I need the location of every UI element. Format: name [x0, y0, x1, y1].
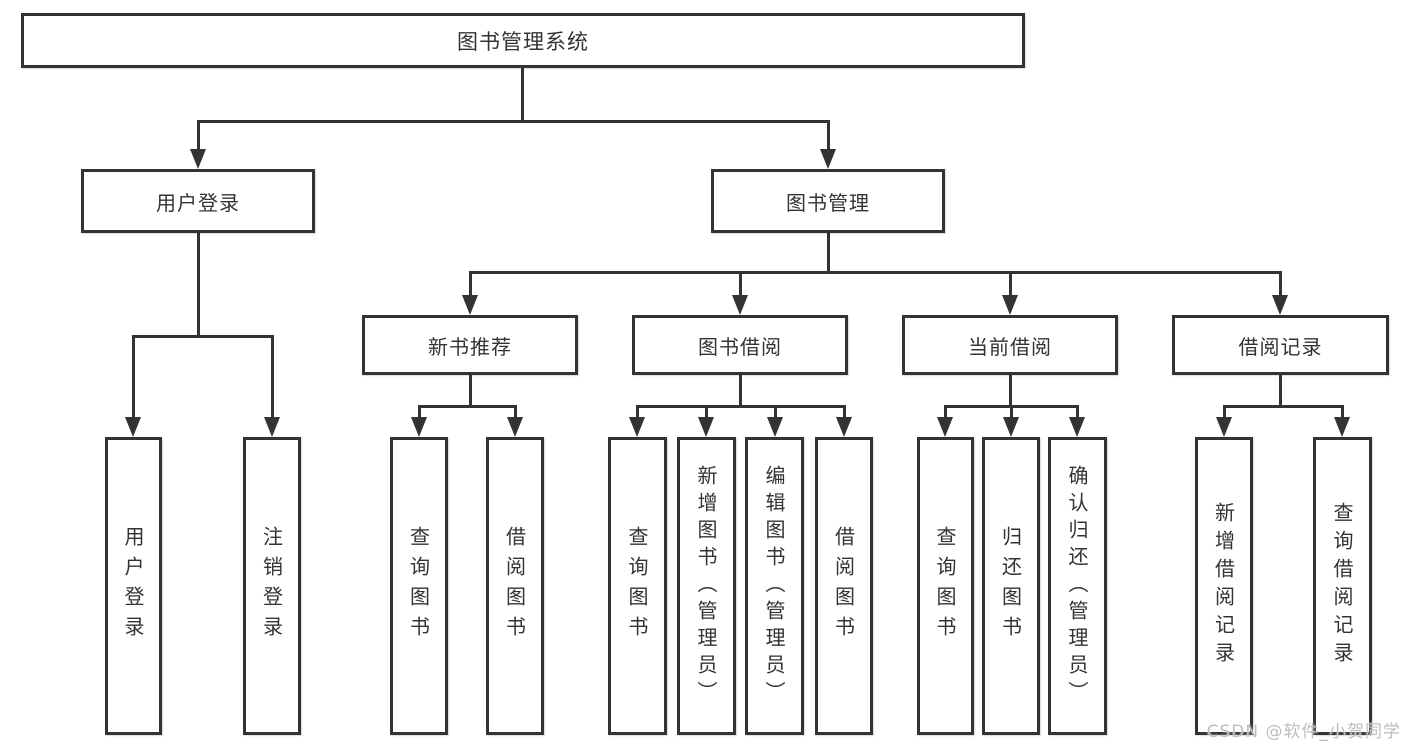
leaf-label: 查询图书	[406, 526, 431, 646]
connector-line	[739, 375, 742, 407]
leaf-label: 归还图书	[998, 526, 1023, 646]
connector-line	[469, 271, 1282, 274]
connector-line	[1223, 405, 1226, 419]
node-book-borrow: 图书借阅	[632, 315, 848, 375]
connector-line	[1341, 405, 1344, 419]
node-label: 当前借阅	[968, 334, 1052, 359]
leaf-add-borrow-record: 新增借阅记录	[1195, 437, 1253, 735]
node-new-book-recommend: 新书推荐	[362, 315, 578, 375]
node-label: 图书管理	[786, 190, 870, 215]
connector-line	[1009, 271, 1012, 297]
leaf-label: 确认归还（管理员）	[1065, 464, 1089, 708]
arrowhead-down-icon	[698, 417, 714, 437]
node-current-borrow: 当前借阅	[902, 315, 1118, 375]
arrowhead-down-icon	[836, 417, 852, 437]
connector-line	[418, 405, 517, 408]
connector-line	[1279, 271, 1282, 297]
node-root: 图书管理系统	[21, 13, 1025, 68]
connector-line	[1009, 375, 1012, 407]
connector-line	[827, 233, 830, 273]
connector-line	[132, 335, 274, 338]
node-label: 图书借阅	[698, 334, 782, 359]
node-borrow-records: 借阅记录	[1172, 315, 1389, 375]
leaf-label: 用户登录	[121, 526, 145, 646]
connector-line	[827, 120, 830, 151]
node-book-management: 图书管理	[711, 169, 945, 233]
arrowhead-down-icon	[1002, 295, 1018, 315]
node-label: 新书推荐	[428, 334, 512, 359]
leaf-label: 查询图书	[625, 526, 649, 646]
connector-line	[636, 405, 639, 419]
leaf-label: 借阅图书	[831, 526, 856, 646]
leaf-borrow-book-1: 借阅图书	[486, 437, 544, 735]
arrowhead-down-icon	[629, 417, 645, 437]
arrowhead-down-icon	[507, 417, 523, 437]
leaf-return-book: 归还图书	[982, 437, 1040, 735]
watermark: CSDN @软件_小贺同学	[1206, 722, 1401, 742]
connector-line	[636, 405, 846, 408]
leaf-label: 查询图书	[933, 526, 957, 646]
leaf-query-borrow-record: 查询借阅记录	[1313, 437, 1372, 735]
leaf-label: 新增借阅记录	[1211, 502, 1236, 670]
leaf-query-book-1: 查询图书	[390, 437, 448, 735]
connector-line	[1279, 375, 1282, 407]
leaf-user-login: 用户登录	[105, 437, 162, 735]
arrowhead-down-icon	[190, 149, 206, 169]
node-label: 用户登录	[156, 190, 240, 215]
leaf-borrow-book-2: 借阅图书	[815, 437, 873, 735]
leaf-add-book-admin: 新增图书（管理员）	[677, 437, 736, 735]
node-root-label: 图书管理系统	[457, 29, 589, 54]
connector-line	[705, 405, 708, 419]
connector-line	[774, 405, 777, 419]
leaf-query-book-3: 查询图书	[917, 437, 974, 735]
leaf-query-book-2: 查询图书	[608, 437, 667, 735]
leaf-label: 编辑图书（管理员）	[762, 464, 786, 708]
arrowhead-down-icon	[732, 295, 748, 315]
arrowhead-down-icon	[1003, 417, 1019, 437]
arrowhead-down-icon	[1069, 417, 1085, 437]
arrowhead-down-icon	[1334, 417, 1350, 437]
node-label: 借阅记录	[1238, 334, 1323, 359]
connector-line	[418, 405, 421, 419]
arrowhead-down-icon	[462, 295, 478, 315]
connector-line	[1223, 405, 1344, 408]
connector-line	[197, 120, 200, 151]
leaf-label: 借阅图书	[502, 526, 527, 646]
leaf-label: 注销登录	[259, 526, 284, 646]
connector-line	[739, 271, 742, 297]
arrowhead-down-icon	[1216, 417, 1232, 437]
connector-line	[132, 335, 135, 419]
connector-line	[271, 335, 274, 419]
arrowhead-down-icon	[820, 149, 836, 169]
connector-line	[843, 405, 846, 419]
connector-line	[469, 375, 472, 407]
connector-line	[1076, 405, 1079, 419]
leaf-logout: 注销登录	[243, 437, 301, 735]
leaf-confirm-return-admin: 确认归还（管理员）	[1048, 437, 1107, 735]
arrowhead-down-icon	[264, 417, 280, 437]
connector-line	[197, 120, 830, 123]
connector-line	[197, 233, 200, 337]
connector-line	[944, 405, 947, 419]
leaf-label: 查询借阅记录	[1330, 502, 1354, 670]
arrowhead-down-icon	[937, 417, 953, 437]
arrowhead-down-icon	[411, 417, 427, 437]
connector-line	[521, 68, 524, 123]
leaf-label: 新增图书（管理员）	[694, 464, 718, 708]
arrowhead-down-icon	[1272, 295, 1288, 315]
arrowhead-down-icon	[767, 417, 783, 437]
leaf-edit-book-admin: 编辑图书（管理员）	[745, 437, 804, 735]
node-user-login: 用户登录	[81, 169, 315, 233]
connector-line	[469, 271, 472, 297]
arrowhead-down-icon	[125, 417, 141, 437]
connector-line	[1010, 405, 1013, 419]
connector-line	[514, 405, 517, 419]
